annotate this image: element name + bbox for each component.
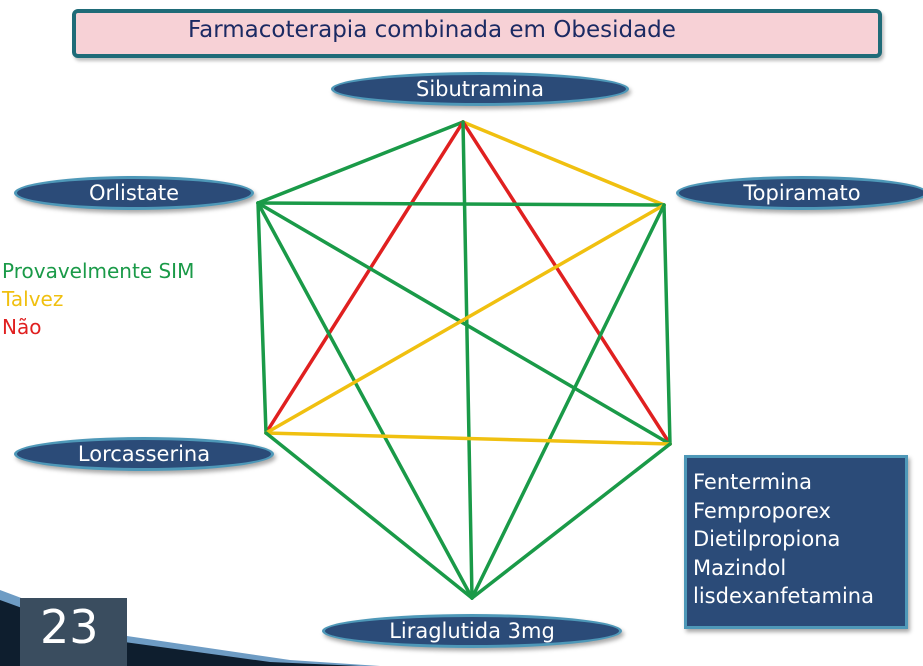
edge-orlistate-fentermina_group — [256, 201, 672, 446]
page-title: Farmacoterapia combinada em Obesidade — [188, 17, 676, 43]
drug-item: lisdexanfetamina — [693, 584, 874, 608]
edge-sibutramina-topiramato — [461, 120, 666, 207]
edge-orlistate-liraglutida — [256, 201, 474, 600]
edge-lorcasserina-liraglutida — [264, 431, 474, 600]
drug-item: Mazindol — [693, 555, 787, 580]
node-orlistate: Orlistate — [14, 176, 254, 210]
node-label: Sibutramina — [415, 77, 544, 101]
page-number: 23 — [40, 600, 99, 654]
drug-item: Fentermina — [693, 470, 813, 494]
node-topiramato: Topiramato — [676, 176, 923, 210]
node-label: Orlistate — [88, 181, 180, 205]
edge-topiramato-fentermina_group — [662, 203, 672, 446]
edge-sibutramina-lorcasserina — [264, 120, 465, 435]
edge-orlistate-topiramato — [256, 201, 666, 207]
edge-sibutramina-orlistate — [256, 120, 465, 205]
edge-sibutramina-fentermina_group — [461, 120, 672, 446]
drug-item: Dietilpropiona — [693, 527, 841, 551]
node-lorcasserina: Lorcasserina — [14, 437, 274, 471]
drug-group-box: Fentermina Femproporex Dietilpropiona Ma… — [684, 455, 908, 629]
edge-topiramato-lorcasserina — [264, 203, 666, 435]
page-number-block: 23 — [20, 598, 127, 666]
legend-talvez: Talvez — [2, 287, 64, 311]
edge-lorcasserina-fentermina_group — [264, 431, 672, 446]
edge-fentermina_group-liraglutida — [470, 442, 672, 600]
node-label: Topiramato — [743, 181, 861, 205]
edge-orlistate-lorcasserina — [256, 201, 268, 435]
node-label: Liraglutida 3mg — [389, 619, 555, 643]
title-banner: Farmacoterapia combinada em Obesidade — [72, 9, 882, 58]
edge-topiramato-liraglutida — [470, 203, 666, 600]
edge-sibutramina-liraglutida — [461, 120, 474, 600]
node-label: Lorcasserina — [77, 442, 211, 466]
legend-sim: Provavelmente SIM — [2, 259, 195, 283]
drug-item: Femproporex — [693, 498, 831, 523]
node-sibutramina: Sibutramina — [331, 72, 629, 106]
legend-nao: Não — [2, 315, 42, 339]
node-liraglutida: Liraglutida 3mg — [322, 614, 622, 648]
